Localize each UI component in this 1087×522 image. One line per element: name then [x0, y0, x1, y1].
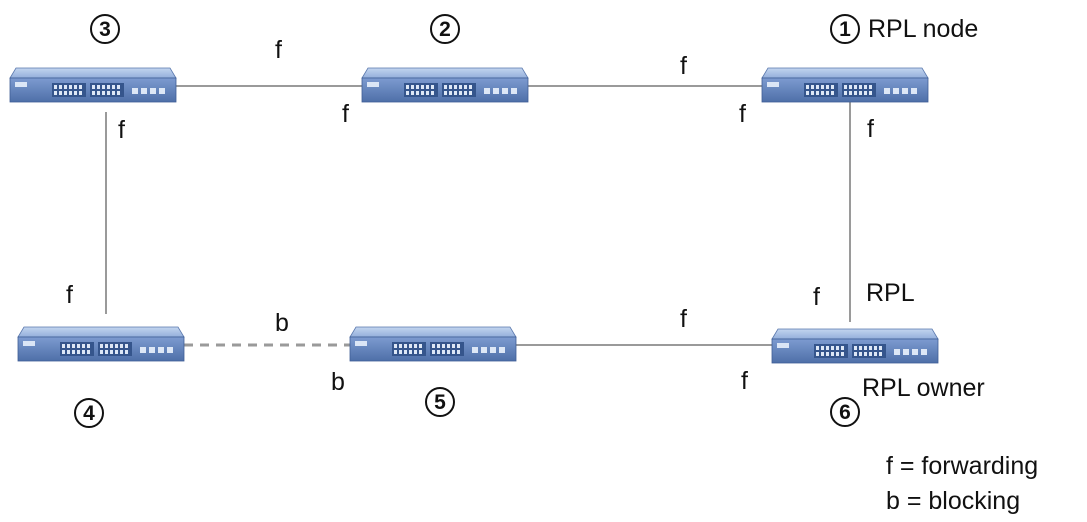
- svg-text:6: 6: [839, 401, 851, 424]
- legend-forwarding: f = forwarding: [886, 452, 1038, 480]
- network-switch-icon: [9, 67, 177, 103]
- port-labels: f f f f f f f f b b f f: [66, 36, 874, 396]
- port-label: f: [680, 305, 687, 333]
- switch-node-1: [761, 67, 929, 103]
- links: [105, 85, 851, 347]
- node-number-1: 1: [830, 14, 860, 44]
- switch-node-2: [361, 67, 529, 103]
- port-label: b: [331, 368, 345, 396]
- node-number-2: 2: [430, 14, 460, 44]
- node-number-5: 5: [425, 387, 455, 417]
- port-label: f: [66, 281, 73, 309]
- svg-text:1: 1: [839, 18, 851, 41]
- switch-node-5: [349, 326, 517, 362]
- svg-text:2: 2: [439, 18, 451, 41]
- port-label: f: [741, 367, 748, 395]
- switch-node-4: [17, 326, 185, 362]
- svg-text:5: 5: [434, 391, 446, 414]
- port-label: f: [680, 52, 687, 80]
- legend: f = forwarding b = blocking: [886, 452, 1038, 515]
- port-label: f: [275, 36, 282, 64]
- port-label: b: [275, 309, 289, 337]
- node-number-4: 4: [74, 398, 104, 428]
- network-switch-icon: [349, 326, 517, 362]
- port-label: f: [342, 100, 349, 128]
- rpl-owner-label: RPL owner: [862, 374, 985, 402]
- svg-text:4: 4: [83, 402, 95, 425]
- network-switch-icon: [771, 328, 939, 364]
- port-label: f: [813, 283, 820, 311]
- svg-text:3: 3: [99, 18, 111, 41]
- switch-node-3: [9, 67, 177, 103]
- node-number-6: 6: [830, 397, 860, 427]
- port-label: f: [118, 116, 125, 144]
- switch-node-6: [771, 328, 939, 364]
- network-switch-icon: [361, 67, 529, 103]
- port-label: f: [867, 115, 874, 143]
- node-number-3: 3: [90, 14, 120, 44]
- port-label: f: [739, 100, 746, 128]
- network-switch-icon: [17, 326, 185, 362]
- rpl-node-label: RPL node: [868, 15, 978, 43]
- legend-blocking: b = blocking: [886, 487, 1020, 515]
- rpl-link-label: RPL: [866, 279, 915, 307]
- network-switch-icon: [761, 67, 929, 103]
